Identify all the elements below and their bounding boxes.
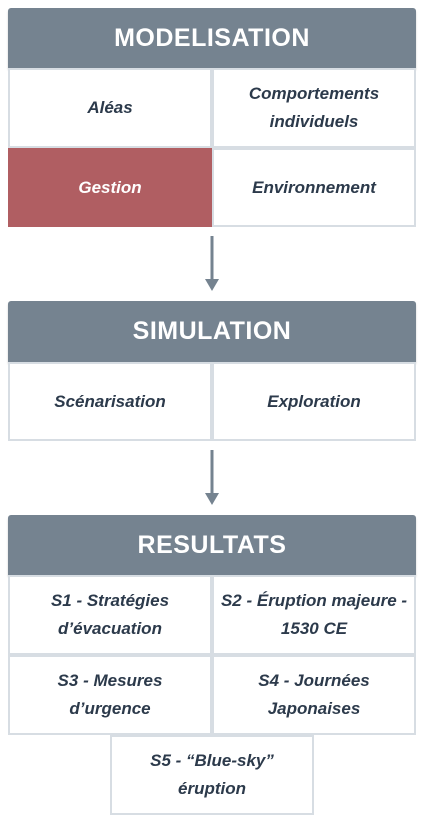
modelisation-item-comportements: Comportements individuels	[212, 68, 416, 148]
simulation-item-exploration: Exploration	[212, 362, 416, 441]
modelisation-header: MODELISATION	[8, 8, 416, 68]
modelisation-item-gestion: Gestion	[8, 148, 212, 227]
resultats-item-s2: S2 - Éruption majeure - 1530 CE	[212, 575, 416, 655]
resultats-item-s3: S3 - Mesures d’urgence	[8, 655, 212, 735]
simulation-header: SIMULATION	[8, 301, 416, 362]
arrow-down-icon	[205, 236, 219, 291]
resultats-item-s5: S5 - “Blue-sky” éruption	[110, 735, 314, 815]
resultats-item-s1: S1 - Stratégies d’évacuation	[8, 575, 212, 655]
resultats-header: RESULTATS	[8, 515, 416, 575]
modelisation-item-environnement: Environnement	[212, 148, 416, 227]
resultats-item-s4: S4 - Journées Japonaises	[212, 655, 416, 735]
arrow-down-icon	[205, 450, 219, 505]
simulation-item-scenarisation: Scénarisation	[8, 362, 212, 441]
modelisation-item-aleas: Aléas	[8, 68, 212, 148]
